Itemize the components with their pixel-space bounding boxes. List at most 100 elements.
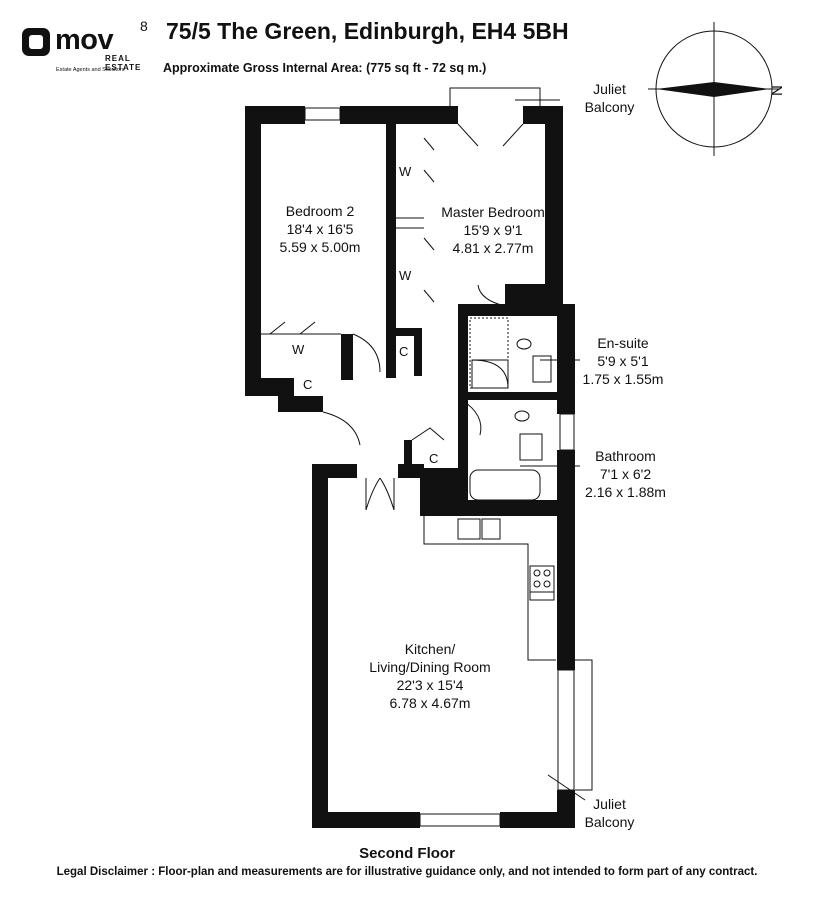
hob-icon [529, 565, 555, 593]
logo-superscript: 8 [140, 18, 148, 34]
room-imperial: 22'3 x 15'4 [396, 677, 464, 693]
wall [545, 106, 563, 316]
oven-controls [529, 591, 555, 601]
cupboard-tag: C [429, 451, 439, 466]
room-metric: 1.75 x 1.55m [582, 371, 664, 387]
door-swing [477, 284, 506, 307]
kitchen-drainer [481, 518, 501, 540]
wall [500, 812, 575, 828]
door-swing [322, 411, 361, 446]
room-metric: 4.81 x 2.77m [452, 240, 534, 256]
hob-ring [533, 580, 541, 588]
compass-needle-icon [656, 82, 770, 97]
legal-disclaimer: Legal Disclaimer : Floor-plan and measur… [56, 866, 758, 878]
wall [312, 464, 328, 822]
balcony-label-bottom: Juliet Balcony [572, 795, 647, 831]
wall [245, 378, 280, 396]
balcony-rail [575, 659, 593, 791]
balcony-line: Balcony [584, 814, 635, 830]
bathroom-toilet [514, 410, 530, 422]
balcony-line: Juliet [593, 796, 626, 812]
hob-ring [533, 569, 541, 577]
wardrobe-door [423, 137, 435, 303]
wardrobe-tag: W [399, 268, 412, 283]
door-swing [352, 333, 381, 373]
door-swing [365, 477, 395, 511]
wall [557, 304, 575, 414]
room-label-master: Master Bedroom 15'9 x 9'1 4.81 x 2.77m [428, 203, 558, 257]
window [419, 813, 501, 827]
room-imperial: 5'9 x 5'1 [597, 353, 649, 369]
room-metric: 6.78 x 4.67m [389, 695, 471, 711]
cupboard-tag: C [399, 344, 409, 359]
hob-ring [543, 569, 551, 577]
brand-logo: mov 8 REAL ESTATE Estate Agents and Soli… [22, 18, 157, 73]
page-title: 75/5 The Green, Edinburgh, EH4 5BH [166, 18, 569, 44]
wall [404, 468, 464, 476]
room-name: En-suite [597, 335, 649, 351]
ensuite-closet [469, 317, 509, 389]
wardrobe-divider [396, 217, 424, 229]
balcony-label-top: Juliet Balcony [572, 80, 647, 116]
room-name: Bathroom [595, 448, 656, 464]
wall [458, 400, 468, 500]
fixtures [261, 22, 780, 827]
window [559, 413, 575, 451]
room-metric: 2.16 x 1.88m [585, 484, 666, 500]
wall [312, 464, 357, 478]
wall [245, 106, 261, 396]
room-imperial: 7'1 x 6'2 [599, 466, 652, 482]
cupboard-tag: C [303, 377, 313, 392]
bath-tub [469, 469, 541, 501]
room-name: Living/Dining Room [369, 659, 491, 675]
room-name: Bedroom 2 [285, 203, 355, 219]
wardrobe-tag: W [292, 342, 305, 357]
wall [557, 500, 575, 670]
logo-subtitle: REAL ESTATE [105, 54, 142, 72]
wardrobe-tag: W [399, 164, 412, 179]
logo-mark-icon [22, 28, 50, 56]
door-swing [411, 427, 445, 441]
wall [386, 328, 422, 336]
room-name: Master Bedroom [441, 204, 545, 220]
wall [458, 304, 558, 316]
wall [341, 334, 353, 380]
window [557, 669, 575, 791]
room-imperial: 15'9 x 9'1 [463, 222, 523, 238]
area-summary: Approximate Gross Internal Area: (775 sq… [163, 61, 487, 75]
compass-north-label: N [767, 85, 785, 96]
ensuite-basin [532, 355, 552, 383]
wall [386, 106, 396, 378]
kitchen-sink-icon [457, 518, 481, 540]
room-label-bedroom2: Bedroom 2 18'4 x 16'5 5.59 x 5.00m [265, 202, 375, 256]
floor-label: Second Floor [359, 845, 455, 862]
hob-ring [543, 580, 551, 588]
wall [458, 304, 468, 400]
wall [450, 106, 458, 124]
room-metric: 5.59 x 5.00m [279, 239, 361, 255]
wall [404, 440, 412, 474]
room-label-kitchen: Kitchen/ Living/Dining Room 22'3 x 15'4 … [355, 640, 505, 712]
wardrobe-door [261, 321, 341, 335]
wall [312, 812, 420, 828]
shower-tray [471, 359, 509, 389]
balcony-line: Juliet [593, 81, 626, 97]
leader-line [547, 774, 586, 801]
wall [398, 464, 424, 478]
wall [420, 500, 575, 516]
logo-wordmark: mov [55, 24, 114, 56]
wall [458, 392, 568, 400]
balcony-rail [449, 87, 541, 106]
wall [505, 284, 558, 306]
bathroom-basin [519, 433, 543, 461]
room-name: Kitchen/ [404, 641, 456, 657]
door-swing [457, 123, 524, 147]
logo-tagline: Estate Agents and Solicitors [56, 67, 125, 73]
kitchen-worktop [423, 516, 556, 661]
ensuite-toilet [516, 338, 532, 350]
room-label-bathroom: Bathroom 7'1 x 6'2 2.16 x 1.88m [578, 447, 673, 501]
balcony-line: Balcony [584, 99, 635, 115]
room-imperial: 18'4 x 16'5 [286, 221, 354, 237]
walls [245, 106, 575, 828]
